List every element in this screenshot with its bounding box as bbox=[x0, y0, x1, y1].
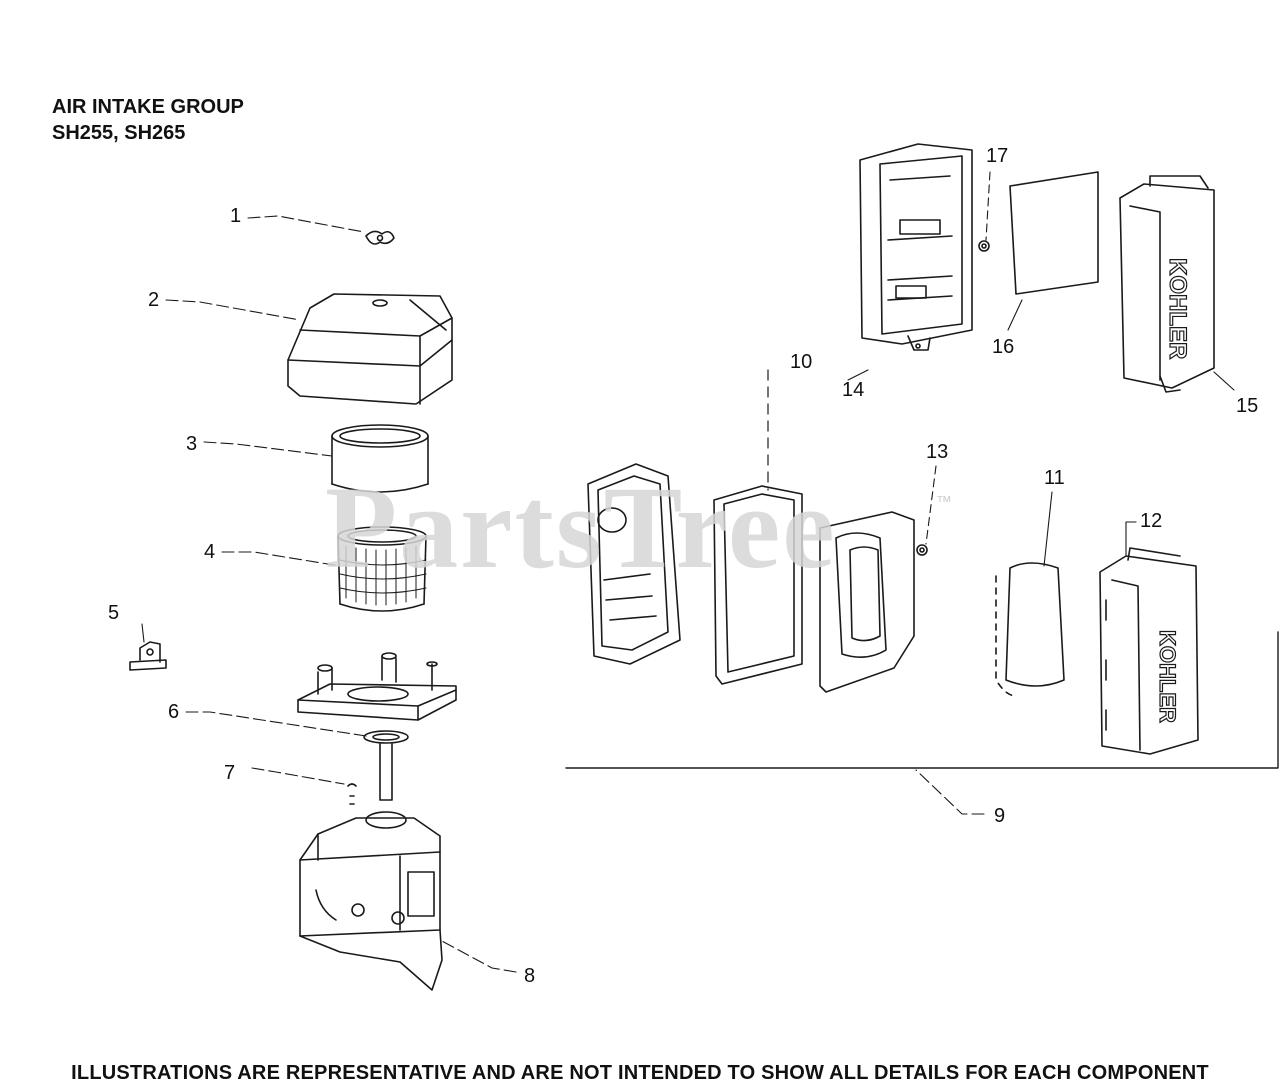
callout-numbers: 1 2 3 4 5 6 7 8 9 10 11 12 13 14 15 16 1… bbox=[108, 145, 1258, 987]
title-line-2: SH255, SH265 bbox=[52, 122, 186, 144]
watermark: PartsTree bbox=[325, 462, 837, 593]
part-air-filter-element bbox=[337, 526, 427, 612]
diagram-title: AIR INTAKE GROUP SH255, SH265 bbox=[52, 94, 244, 146]
part-clip bbox=[347, 783, 357, 805]
callout-16: 16 bbox=[992, 336, 1014, 358]
callout-7: 7 bbox=[224, 762, 235, 784]
brand-label-cover-small: KOHLER bbox=[1155, 630, 1180, 723]
callout-17: 17 bbox=[986, 145, 1008, 167]
part-gasket bbox=[713, 485, 803, 685]
callout-8: 8 bbox=[524, 965, 535, 987]
callout-9: 9 bbox=[994, 805, 1005, 827]
part-seal bbox=[363, 730, 409, 744]
callout-6: 6 bbox=[168, 701, 179, 723]
callout-4: 4 bbox=[204, 541, 215, 563]
part-adapter bbox=[819, 511, 915, 693]
part-nut-13 bbox=[916, 544, 928, 556]
brand-label-cover-large: KOHLER bbox=[1164, 258, 1191, 359]
disclaimer-footer: ILLUSTRATIONS ARE REPRESENTATIVE AND ARE… bbox=[71, 1062, 1209, 1084]
part-panel-filter bbox=[1009, 171, 1099, 295]
part-bracket bbox=[129, 641, 167, 671]
callout-10: 10 bbox=[790, 351, 812, 373]
part-base-plate bbox=[297, 652, 457, 721]
part-wing-nut bbox=[365, 230, 395, 245]
title-line-1: AIR INTAKE GROUP bbox=[52, 96, 244, 118]
callout-13: 13 bbox=[926, 441, 948, 463]
part-cover-large bbox=[1119, 175, 1215, 393]
callout-3: 3 bbox=[186, 433, 197, 455]
part-filter-element-11 bbox=[995, 562, 1065, 697]
part-cover-small bbox=[1099, 547, 1199, 755]
part-mounting-plate bbox=[587, 463, 681, 665]
leader-lines bbox=[141, 171, 1235, 973]
part-intake-elbow bbox=[299, 743, 443, 991]
part-nut-small bbox=[978, 240, 990, 252]
callout-15: 15 bbox=[1236, 395, 1258, 417]
part-housing-back bbox=[859, 143, 973, 351]
callout-11: 11 bbox=[1044, 467, 1065, 489]
part-precleaner bbox=[331, 424, 429, 493]
assembly-bracket-9 bbox=[565, 631, 1279, 769]
watermark-trademark: ™ bbox=[936, 494, 952, 511]
callout-5: 5 bbox=[108, 602, 119, 624]
callout-2: 2 bbox=[148, 289, 159, 311]
callout-12: 12 bbox=[1140, 510, 1162, 532]
part-outer-cover bbox=[287, 293, 453, 405]
callout-14: 14 bbox=[842, 379, 864, 401]
callout-1: 1 bbox=[230, 205, 241, 227]
